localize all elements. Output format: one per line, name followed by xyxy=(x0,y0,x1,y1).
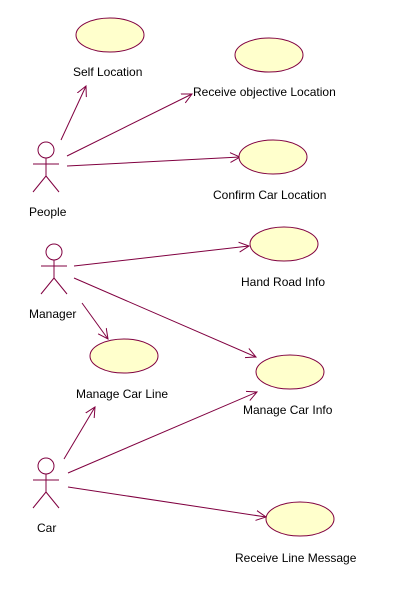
use-case-confirm-car-location[interactable] xyxy=(238,139,308,175)
association-manager-to-manage-car-info xyxy=(73,277,256,357)
use-case-label-receive-line-message: Receive Line Message xyxy=(235,551,357,565)
use-case-label-manage-car-info: Manage Car Info xyxy=(243,403,333,417)
use-case-manage-car-info[interactable] xyxy=(255,354,325,390)
use-cases-layer xyxy=(75,17,335,537)
use-case-self-location[interactable] xyxy=(75,17,145,53)
association-people-to-self-location xyxy=(60,86,86,141)
use-case-label-confirm-car-location: Confirm Car Location xyxy=(213,188,327,202)
actor-people-icon[interactable] xyxy=(32,141,60,193)
use-case-label-manage-car-line: Manage Car Line xyxy=(76,387,169,401)
association-car-to-manage-car-info xyxy=(67,392,257,474)
association-car-to-manage-car-line xyxy=(63,407,95,460)
association-car-to-receive-line-message xyxy=(67,486,266,517)
association-people-to-receive-objective-location xyxy=(66,94,192,157)
actor-label-car: Car xyxy=(37,521,57,535)
actor-label-people: People xyxy=(29,205,67,219)
association-manager-to-manage-car-line xyxy=(81,302,108,339)
actor-car-icon[interactable] xyxy=(32,457,60,509)
association-manager-to-hand-road-info xyxy=(73,246,249,267)
use-case-label-receive-objective-location: Receive objective Location xyxy=(193,85,336,99)
actor-label-manager: Manager xyxy=(29,307,77,321)
use-case-label-self-location: Self Location xyxy=(73,65,143,79)
use-case-receive-objective-location[interactable] xyxy=(234,37,304,73)
use-case-receive-line-message[interactable] xyxy=(265,501,335,537)
use-case-label-hand-road-info: Hand Road Info xyxy=(241,275,326,289)
associations-layer xyxy=(60,86,266,517)
association-people-to-confirm-car-location xyxy=(66,157,240,167)
use-case-hand-road-info[interactable] xyxy=(249,226,319,262)
actor-manager-icon[interactable] xyxy=(40,243,68,295)
actors-layer xyxy=(32,141,68,509)
use-case-manage-car-line[interactable] xyxy=(89,338,159,374)
